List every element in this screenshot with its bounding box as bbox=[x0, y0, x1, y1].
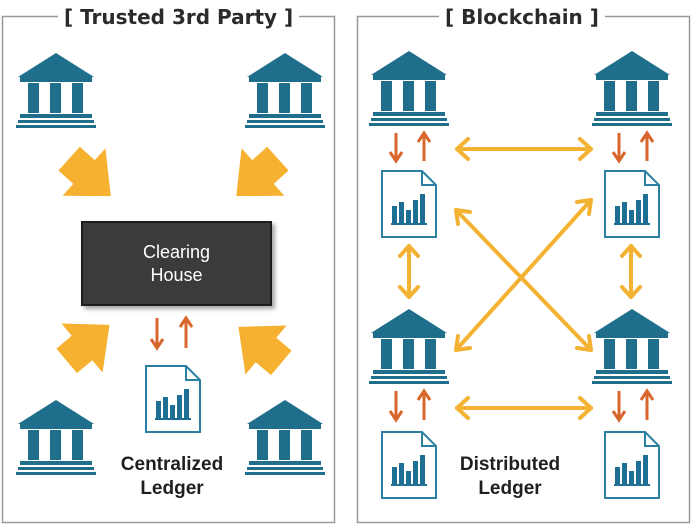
panel-title-trusted-third-party: [ Trusted 3rd Party ] bbox=[58, 4, 300, 30]
clearing-house-label-line2: House bbox=[150, 264, 203, 285]
ledger-icon-top-right bbox=[604, 170, 660, 238]
double-arrow-icon-top-horizontal bbox=[455, 137, 593, 161]
double-arrow-icon-diagonal-up bbox=[454, 198, 593, 352]
distributed-ledger-caption-line1: Distributed bbox=[459, 454, 561, 475]
double-arrow-icon-diagonal-down bbox=[454, 208, 593, 352]
sync-arrows-icon-bottom-left bbox=[388, 388, 432, 423]
double-arrow-icon-bottom-horizontal bbox=[455, 396, 593, 420]
sync-arrows-icon-top-left bbox=[388, 130, 432, 164]
sync-arrows-icon-top-right bbox=[611, 130, 655, 164]
sync-arrows-icon-bottom-right bbox=[611, 388, 655, 423]
ledger-icon-bottom-left bbox=[381, 431, 437, 499]
distributed-ledger-caption-line2: Ledger bbox=[478, 478, 542, 499]
ledger-icon-bottom-right bbox=[604, 431, 660, 499]
double-arrow-icon-left-vertical bbox=[398, 244, 420, 299]
ledger-icon-top-left bbox=[381, 170, 437, 238]
centralized-ledger-caption: Centralized Ledger bbox=[92, 453, 252, 501]
clearing-house-label-line1: Clearing bbox=[142, 241, 211, 262]
distributed-ledger-caption: Distributed Ledger bbox=[430, 453, 590, 501]
double-arrow-icon-right-vertical bbox=[620, 244, 642, 299]
sync-arrows-icon-center bbox=[149, 315, 194, 351]
clearing-house-box: Clearing House bbox=[81, 221, 272, 306]
panel-title-blockchain: [ Blockchain ] bbox=[439, 4, 605, 30]
centralized-ledger-caption-line1: Centralized bbox=[120, 454, 224, 475]
centralized-ledger-caption-line2: Ledger bbox=[140, 478, 204, 499]
ledger-icon-centralized bbox=[145, 365, 201, 433]
